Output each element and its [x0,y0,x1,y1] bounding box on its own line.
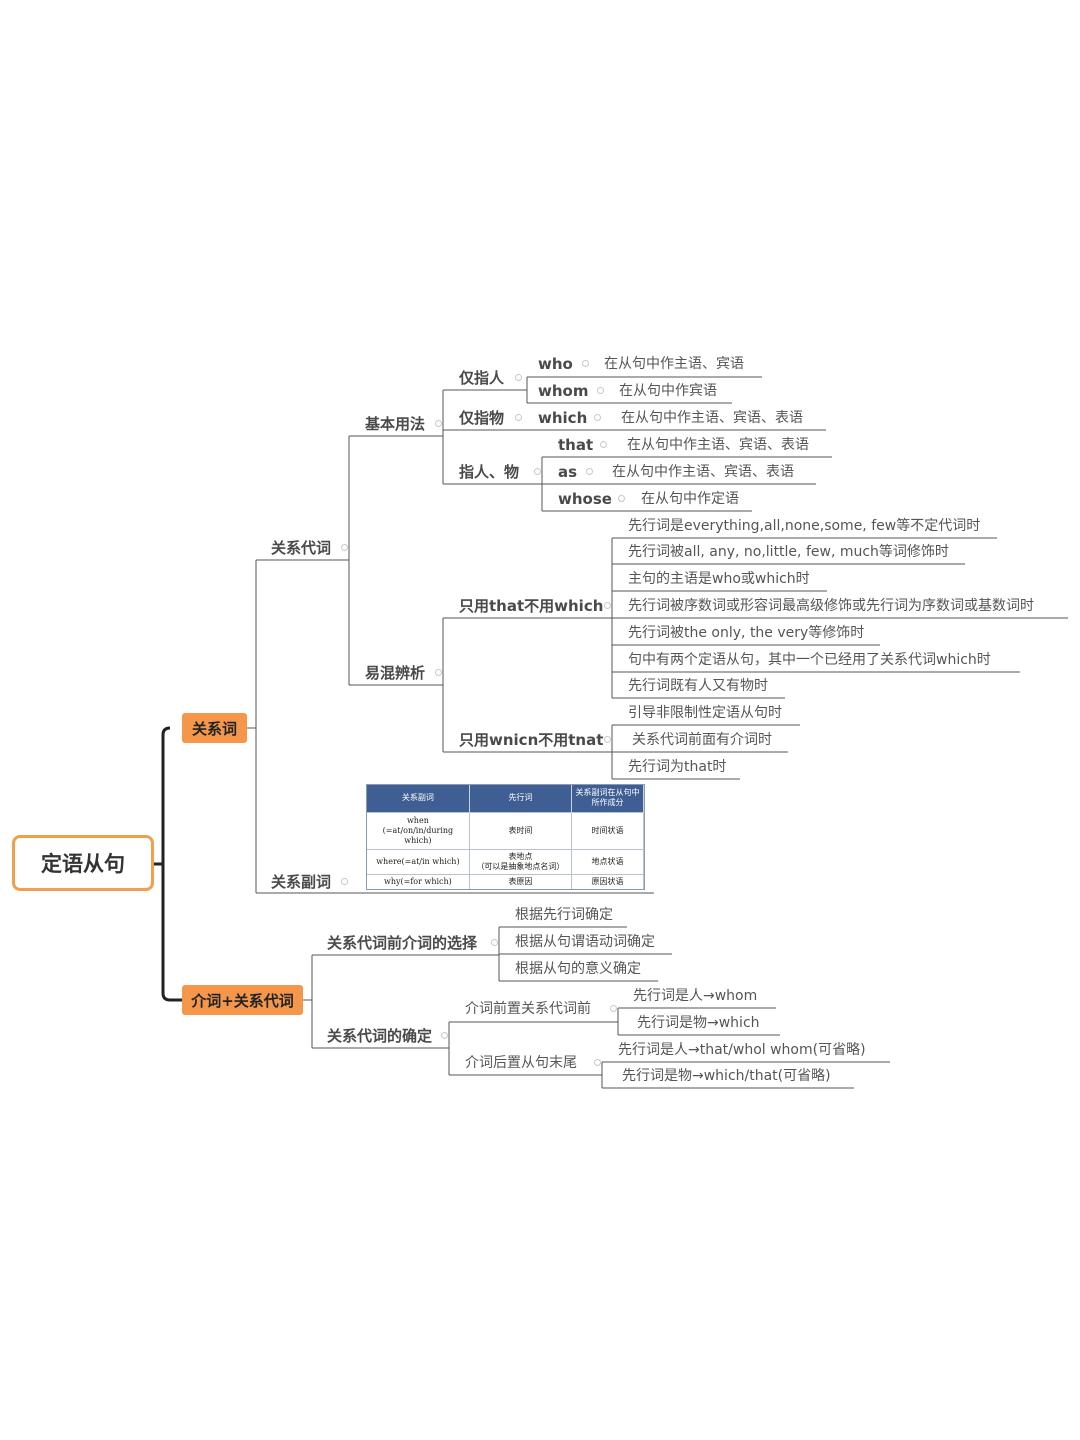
list-item: 先行词被all, any, no,little, few, much等词修饰时 [628,544,949,560]
collapse-toggle-icon[interactable] [582,360,589,367]
topic-only-which[interactable]: 只用wnicn不用tnat [459,731,604,749]
collapse-toggle-icon[interactable] [341,878,348,885]
table-cell: 地点状语 [571,848,644,875]
list-item: 根据从句谓语动词确定 [515,934,655,950]
list-item: 先行词是人→whom [633,988,758,1004]
pronoun-whom[interactable]: whom [538,382,589,400]
topic-thing-only[interactable]: 仅指物 [459,409,505,427]
topic-preposition-end[interactable]: 介词后置从句末尾 [465,1055,577,1071]
collapse-toggle-icon[interactable] [441,1032,448,1039]
list-item: 关系代词前面有介词时 [632,732,772,748]
pronoun-as[interactable]: as [558,463,578,481]
list-item: 先行词被序数词或形容词最高级修饰或先行词为序数词或基数词时 [628,598,1034,614]
collapse-toggle-icon[interactable] [600,441,607,448]
collapse-toggle-icon[interactable] [604,736,611,743]
table-header: 关系副词 [367,785,470,812]
collapse-toggle-icon[interactable] [435,669,442,676]
topic-only-that[interactable]: 只用that不用which [459,597,604,615]
table-cell: 表时间 [469,811,573,850]
topic-preposition-front[interactable]: 介词前置关系代词前 [465,1001,591,1017]
topic-relative-pronoun[interactable]: 关系代词 [271,539,332,557]
list-item: 先行词既有人又有物时 [628,678,768,694]
table-header: 先行词 [469,785,573,812]
leaf-which-desc: 在从句中作主语、宾语、表语 [621,410,803,426]
topic-preposition-choice[interactable]: 关系代词前介词的选择 [327,934,478,952]
root-topic[interactable]: 定语从句 [12,835,154,891]
topic-relative-words[interactable]: 关系词 [182,713,247,743]
leaf-whom-desc: 在从句中作宾语 [619,383,717,399]
collapse-toggle-icon[interactable] [515,414,522,421]
list-item: 先行词是物→which/that(可省略) [622,1068,831,1084]
collapse-toggle-icon[interactable] [597,387,604,394]
leaf-who-desc: 在从句中作主语、宾语 [604,356,744,372]
leaf-that-desc: 在从句中作主语、宾语、表语 [627,437,809,453]
pronoun-who[interactable]: who [538,355,573,373]
pronoun-whose[interactable]: whose [558,490,612,508]
list-item: 根据先行词确定 [515,907,613,923]
pronoun-which[interactable]: which [538,409,588,427]
collapse-toggle-icon[interactable] [594,414,601,421]
collapse-toggle-icon[interactable] [435,420,442,427]
table-cell: 原因状语 [571,874,644,889]
table-cell: 表原因 [469,874,573,889]
collapse-toggle-icon[interactable] [515,374,522,381]
table-cell: when (=at/on/in/during which) [367,811,470,850]
list-item: 先行词是everything,all,none,some, few等不定代词时 [628,518,981,534]
table-header: 关系副词在从句中所作成分 [571,785,644,812]
collapse-toggle-icon[interactable] [491,939,498,946]
list-item: 主句的主语是who或which时 [628,571,810,587]
table-row: why(=for which) 表原因 原因状语 [367,874,644,889]
topic-basic-usage[interactable]: 基本用法 [365,415,426,433]
relative-adverb-table: 关系副词 先行词 关系副词在从句中所作成分 when (=at/on/in/du… [366,784,645,890]
collapse-toggle-icon[interactable] [594,1059,601,1066]
table-cell: 表地点 （可以是抽象地点名词） [469,848,573,875]
list-item: 句中有两个定语从句，其中一个已经用了关系代词which时 [628,652,991,668]
table-cell: where(=at/in which) [367,848,470,875]
list-item: 先行词是物→which [637,1015,760,1031]
collapse-toggle-icon[interactable] [604,602,611,609]
leaf-as-desc: 在从句中作主语、宾语、表语 [612,464,794,480]
pronoun-that[interactable]: that [558,436,594,454]
list-item: 根据从句的意义确定 [515,961,641,977]
table-cell: why(=for which) [367,874,470,889]
leaf-whose-desc: 在从句中作定语 [641,491,739,507]
collapse-toggle-icon[interactable] [610,1005,617,1012]
topic-pronoun-determine[interactable]: 关系代词的确定 [327,1027,433,1045]
topic-preposition-pronoun[interactable]: 介词+关系代词 [182,985,303,1015]
list-item: 先行词被the only, the very等修饰时 [628,625,865,641]
table-cell: 时间状语 [571,811,644,850]
list-item: 先行词是人→that/whol whom(可省略) [618,1042,866,1058]
list-item: 先行词为that时 [628,759,727,775]
table-row: where(=at/in which) 表地点 （可以是抽象地点名词） 地点状语 [367,848,644,875]
collapse-toggle-icon[interactable] [618,495,625,502]
topic-person-only[interactable]: 仅指人 [459,369,505,387]
topic-person-and-thing[interactable]: 指人、物 [459,463,520,481]
list-item: 引导非限制性定语从句时 [628,705,782,721]
collapse-toggle-icon[interactable] [534,468,541,475]
topic-relative-adverb[interactable]: 关系副词 [271,873,332,891]
collapse-toggle-icon[interactable] [586,468,593,475]
collapse-toggle-icon[interactable] [341,544,348,551]
table-row: when (=at/on/in/during which) 表时间 时间状语 [367,811,644,850]
topic-confusing[interactable]: 易混辨析 [365,664,426,682]
